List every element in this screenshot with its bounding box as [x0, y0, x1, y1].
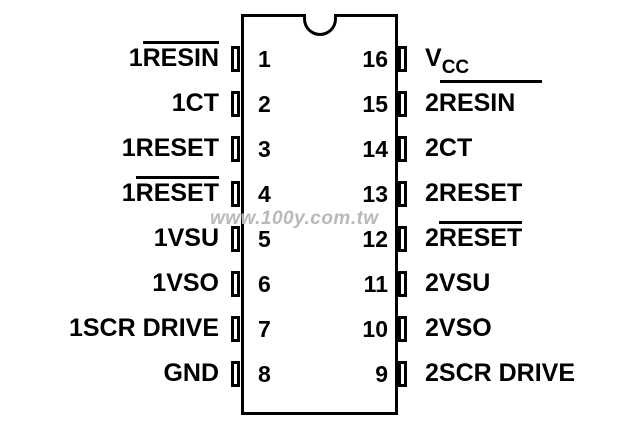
pin-number: 5 — [258, 226, 271, 252]
pin-label-text: 1VSO — [152, 269, 219, 297]
pin-label-text: 1VSU — [153, 224, 219, 252]
pin-lead-right — [398, 271, 407, 297]
pin-label-text: 2VSO — [425, 314, 492, 342]
pin-label: 1VSO — [152, 268, 219, 298]
pin-number: 9 — [375, 361, 388, 387]
pin-lead-left — [231, 316, 240, 342]
pin-label: 1CT — [172, 88, 219, 118]
pin-label-prefix: 2 — [425, 224, 439, 252]
pin-label-text: RESIN — [142, 41, 219, 72]
pin-lead-right — [398, 361, 407, 387]
pin-label-prefix: 2 — [425, 89, 439, 117]
pin-number: 4 — [258, 181, 271, 207]
pin-label: 1SCR DRIVE — [69, 313, 219, 343]
pin-label: 2RESIN — [425, 88, 515, 118]
pin-lead-left — [231, 271, 240, 297]
pin-number: 7 — [258, 316, 271, 342]
pin-lead-left — [231, 361, 240, 387]
pin-label: 2CT — [425, 133, 472, 163]
pin-label: 2SCR DRIVE — [425, 358, 575, 388]
pin-label-text: 2VSU — [425, 269, 491, 297]
pin-lead-right — [398, 136, 407, 162]
pin-lead-right — [398, 316, 407, 342]
pin-label-text: GND — [163, 359, 219, 387]
pin-label-text: 2CT — [425, 134, 473, 162]
pin-label: 1RESET — [121, 176, 219, 208]
pin-number: 11 — [363, 271, 388, 297]
pin-label-subscript: CC — [441, 57, 470, 78]
pin-number: 16 — [362, 46, 388, 72]
pin-lead-right — [398, 91, 407, 117]
vcc-overline-bar — [440, 80, 542, 83]
pin-lead-left — [231, 136, 240, 162]
pin-label-text: 2SCR DRIVE — [425, 359, 576, 387]
pin-lead-left — [231, 46, 240, 72]
pin-label: 2RESET — [425, 178, 522, 208]
pin-number: 1 — [258, 46, 271, 72]
pin-label: 2RESET — [425, 221, 523, 253]
pin-label-text: 1CT — [171, 89, 219, 117]
pin-number: 8 — [258, 361, 271, 387]
pin-lead-right — [398, 181, 407, 207]
pin-label-prefix: 1 — [121, 179, 136, 207]
pin-number: 15 — [362, 91, 388, 117]
pin-label-text: RESET — [135, 176, 219, 207]
pin-label-prefix: 1 — [128, 44, 143, 72]
pin-label: 1RESET — [122, 133, 219, 163]
pin-lead-right — [398, 226, 407, 252]
pin-label-text: V — [425, 44, 442, 72]
pin-label-text: RESIN — [438, 89, 516, 117]
pin-number: 6 — [258, 271, 271, 297]
pin-lead-left — [231, 91, 240, 117]
pin-lead-right — [398, 46, 407, 72]
pin-label: 1VSU — [154, 223, 219, 253]
pin-label: 2VSO — [425, 313, 492, 343]
watermark: www.100y.com.tw — [210, 208, 379, 229]
pin-number: 14 — [362, 136, 388, 162]
pin-label-text: 1RESET — [121, 134, 219, 162]
ic-package-body — [241, 14, 398, 415]
pin-label: VCC — [425, 43, 470, 78]
pin-label: 1RESIN — [128, 41, 219, 73]
pin-label: GND — [163, 358, 219, 388]
pin-number: 2 — [258, 91, 271, 117]
pin-lead-left — [231, 226, 240, 252]
pin-number: 10 — [362, 316, 388, 342]
pin-label-text: 1SCR DRIVE — [68, 314, 219, 342]
pin-number: 13 — [362, 181, 388, 207]
pin-label-text: 2RESET — [425, 179, 523, 207]
pin-lead-left — [231, 181, 240, 207]
pin1-notch — [303, 14, 337, 36]
pin-label-text: RESET — [438, 221, 523, 252]
pin-label: 2VSU — [425, 268, 490, 298]
pin-number: 12 — [362, 226, 388, 252]
pin-number: 3 — [258, 136, 271, 162]
